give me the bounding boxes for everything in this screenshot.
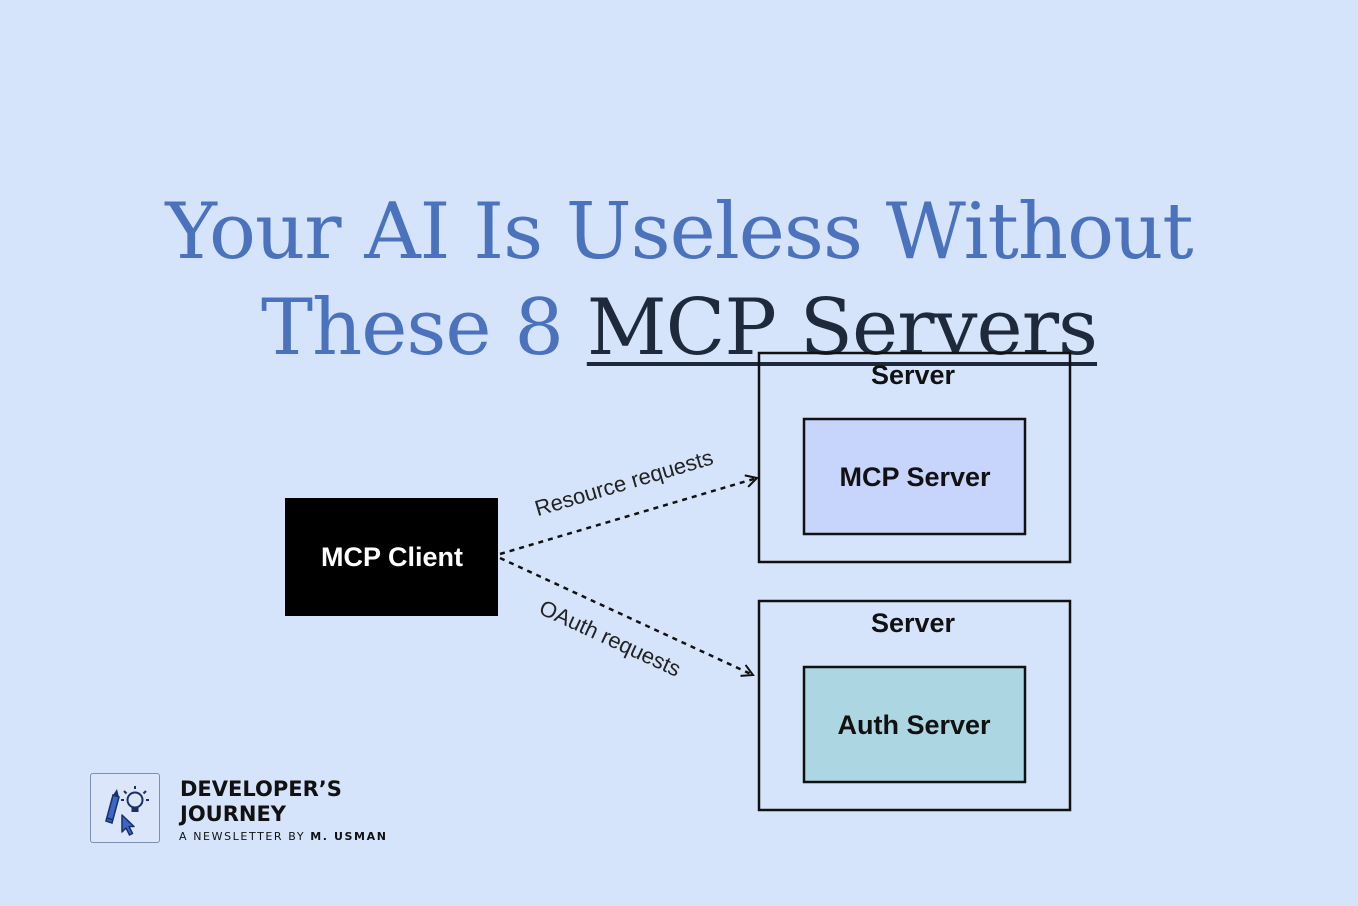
server-top-box xyxy=(757,351,1072,564)
cursor-icon xyxy=(121,814,135,836)
mcp-client-box xyxy=(285,498,498,616)
auth-server-box xyxy=(802,665,1027,784)
brand-footer: DEVELOPER’S JOURNEY A NEWSLETTER BY M. U… xyxy=(90,773,390,845)
page-title: Your AI Is Useless Without These 8 MCP S… xyxy=(0,184,1358,376)
brand-logo xyxy=(90,773,160,843)
brand-name: DEVELOPER’S JOURNEY xyxy=(180,777,342,827)
auth-server-label: Auth Server xyxy=(837,710,991,740)
title-line-2-prefix: These 8 xyxy=(260,283,587,374)
server-top-title: Server xyxy=(871,360,956,390)
server-bottom-node: Server Auth Server xyxy=(757,599,1072,812)
mcp-client-label: MCP Client xyxy=(321,542,463,572)
title-line-2: These 8 MCP Servers xyxy=(0,280,1358,376)
brand-name-line-2: JOURNEY xyxy=(180,802,287,826)
resource-requests-arrow xyxy=(499,478,757,556)
brand-tagline-prefix: A NEWSLETTER BY xyxy=(179,830,306,843)
server-bottom-box xyxy=(757,599,1072,812)
server-bottom-title: Server xyxy=(871,608,956,638)
brand-tagline: A NEWSLETTER BY M. USMAN xyxy=(179,830,388,843)
mcp-client-node: MCP Client xyxy=(285,498,498,616)
pencil-icon xyxy=(105,789,120,824)
brand-name-line-1: DEVELOPER’S xyxy=(180,777,342,801)
oauth-requests-arrow xyxy=(499,556,753,675)
brand-tagline-author: M. USMAN xyxy=(310,830,388,843)
resource-requests-label: Resource requests xyxy=(532,445,716,521)
lightbulb-icon xyxy=(121,786,149,812)
mcp-server-label: MCP Server xyxy=(839,462,991,492)
title-line-1: Your AI Is Useless Without xyxy=(165,187,1193,278)
mcp-server-box xyxy=(802,417,1027,536)
title-highlight: MCP Servers xyxy=(586,283,1098,374)
server-top-node: Server MCP Server xyxy=(757,351,1072,564)
